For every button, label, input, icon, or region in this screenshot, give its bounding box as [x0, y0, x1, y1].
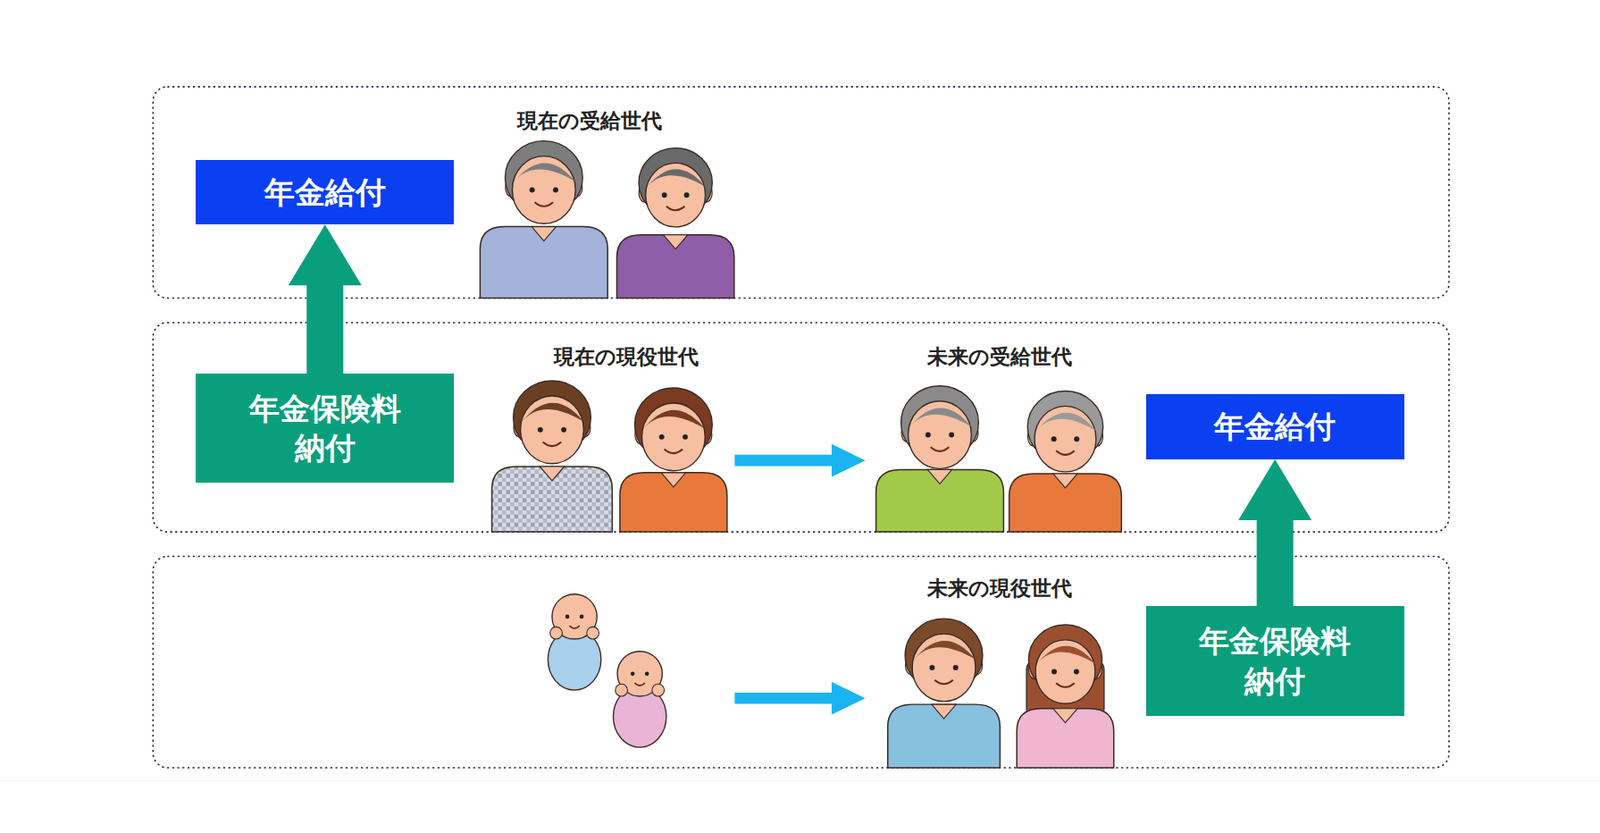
baby-hand — [652, 683, 665, 696]
person-figure — [876, 385, 1005, 532]
torso — [616, 234, 734, 299]
face — [1035, 639, 1096, 704]
eye — [948, 432, 955, 438]
face — [908, 401, 972, 470]
torso — [1016, 708, 1115, 768]
mouth — [1055, 682, 1075, 687]
box-text: 年金給付 — [264, 172, 386, 212]
person-figure — [479, 141, 608, 299]
torso — [492, 466, 613, 532]
eye — [682, 434, 688, 440]
person-figure — [1016, 624, 1115, 768]
eye — [1073, 669, 1080, 675]
premium-box: 年金保険料 納付 — [1146, 605, 1405, 715]
group-heading: 未来の現役世代 — [927, 573, 1073, 602]
neck — [661, 472, 686, 487]
eye — [1051, 669, 1057, 675]
box-text: 年金保険料 納付 — [240, 388, 411, 468]
mouth — [634, 682, 645, 686]
baby-hand — [586, 626, 600, 639]
person-figure — [616, 148, 734, 299]
eye — [537, 427, 544, 433]
eye — [661, 192, 668, 198]
torso — [479, 226, 608, 299]
fringe — [511, 162, 576, 184]
person-figure — [887, 618, 1001, 768]
generation-band — [152, 556, 1450, 768]
mouth — [666, 206, 686, 211]
baby-figure — [547, 594, 601, 690]
flow-arrow — [1238, 459, 1312, 606]
face — [645, 162, 706, 227]
flow-arrow — [288, 224, 362, 374]
person-figure — [492, 380, 613, 532]
group-heading: 現在の現役世代 — [553, 342, 699, 370]
time-arrowhead — [831, 443, 866, 478]
eye — [1073, 435, 1080, 442]
mouth — [664, 449, 684, 454]
fringe — [912, 640, 976, 662]
eye — [953, 664, 959, 671]
torso — [1009, 473, 1123, 532]
eye — [659, 434, 665, 440]
neck — [1053, 473, 1078, 488]
face — [1034, 405, 1097, 472]
benefit-box: 年金給付 — [1146, 393, 1405, 460]
fringe — [908, 408, 972, 429]
eye — [565, 614, 570, 620]
eye — [684, 192, 690, 198]
time-arrow — [734, 692, 835, 704]
mouth — [569, 625, 579, 629]
group-heading: 未来の受給世代 — [927, 342, 1073, 370]
neck — [931, 703, 956, 719]
neck — [1053, 708, 1078, 723]
mouth — [930, 446, 950, 452]
person-figure — [1009, 390, 1123, 532]
face — [511, 156, 576, 225]
fringe — [520, 402, 585, 424]
baby-hand — [550, 626, 563, 639]
neck — [539, 466, 564, 481]
eye — [561, 427, 567, 433]
time-arrowhead — [831, 681, 866, 715]
mouth — [934, 679, 954, 685]
baby-figure — [612, 651, 666, 747]
mouth — [1055, 450, 1075, 455]
face — [520, 395, 585, 464]
box-text: 年金給付 — [1214, 406, 1336, 446]
person-figure — [619, 387, 728, 532]
fringe — [645, 168, 706, 189]
face — [642, 402, 706, 471]
eye — [929, 664, 935, 671]
torso — [876, 469, 1005, 532]
eye — [579, 614, 585, 620]
eye — [925, 432, 931, 438]
fringe — [642, 410, 706, 431]
eye — [529, 186, 536, 193]
box-text: 年金保険料 納付 — [1189, 620, 1360, 700]
face — [912, 633, 976, 702]
neck — [927, 469, 952, 484]
eye — [645, 671, 650, 677]
premium-box: 年金保険料 納付 — [195, 373, 454, 483]
mouth — [543, 442, 562, 447]
baby-hand — [615, 683, 629, 696]
benefit-box: 年金給付 — [195, 159, 454, 225]
neck — [531, 226, 556, 242]
mouth — [535, 201, 554, 207]
eye — [630, 671, 636, 677]
group-heading: 現在の受給世代 — [517, 106, 662, 135]
drawing — [0, 86, 1600, 781]
torso — [619, 472, 728, 532]
eye — [552, 186, 559, 193]
page-rule — [0, 779, 1600, 781]
fringe — [1034, 412, 1097, 434]
neck — [662, 234, 687, 250]
eye — [1051, 435, 1057, 442]
fringe — [1035, 645, 1096, 666]
time-arrow — [734, 454, 835, 467]
torso — [887, 703, 1001, 768]
